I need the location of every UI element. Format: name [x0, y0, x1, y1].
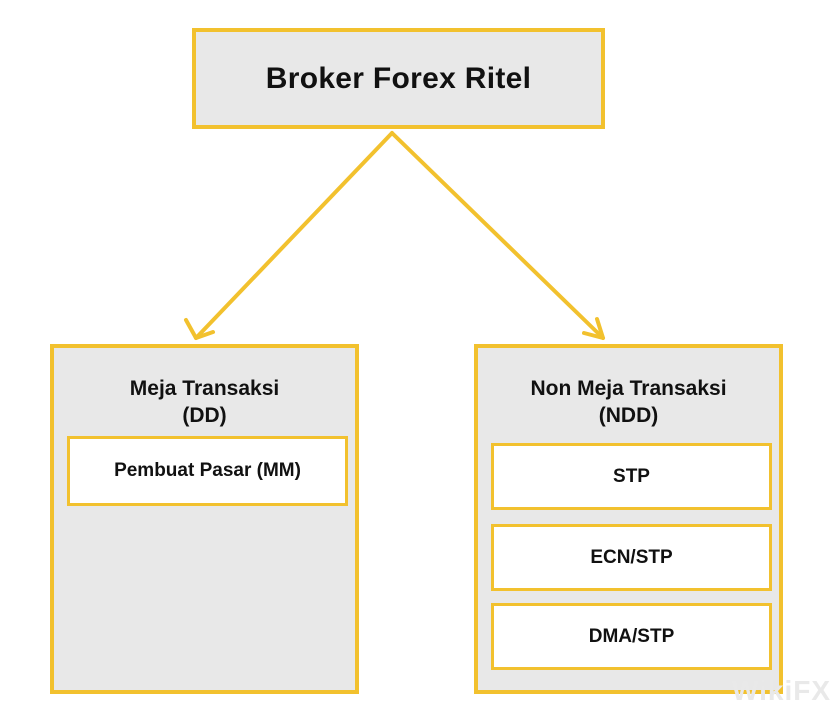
- dealing-desk-abbr: (DD): [182, 404, 227, 427]
- arrow-to-left: [194, 131, 394, 340]
- no-dealing-desk-title: Non Meja Transaksi: [530, 377, 727, 400]
- dealing-desk-node: Meja Transaksi (DD) Pembuat Pasar (MM): [50, 344, 359, 694]
- dealing-desk-title: Meja Transaksi: [129, 377, 280, 400]
- no-dealing-desk-abbr: (NDD): [598, 404, 659, 427]
- no-dealing-desk-node: Non Meja Transaksi (NDD) STP ECN/STP DMA…: [474, 344, 783, 694]
- dma-stp-node: DMA/STP: [491, 603, 772, 670]
- stp-label: STP: [613, 465, 650, 487]
- market-maker-label: Pembuat Pasar (MM): [114, 460, 301, 481]
- ecn-stp-node: ECN/STP: [491, 524, 772, 591]
- ecn-stp-label: ECN/STP: [590, 546, 673, 568]
- watermark: WikiFX: [731, 675, 831, 706]
- arrowhead-left: [184, 318, 215, 340]
- root-node: Broker Forex Ritel: [192, 28, 605, 129]
- root-node-label: Broker Forex Ritel: [265, 61, 532, 95]
- dma-stp-label: DMA/STP: [588, 625, 675, 647]
- stp-node: STP: [491, 443, 772, 510]
- arrow-to-right: [390, 131, 605, 340]
- market-maker-node: Pembuat Pasar (MM): [67, 436, 348, 506]
- arrowhead-right: [582, 317, 605, 340]
